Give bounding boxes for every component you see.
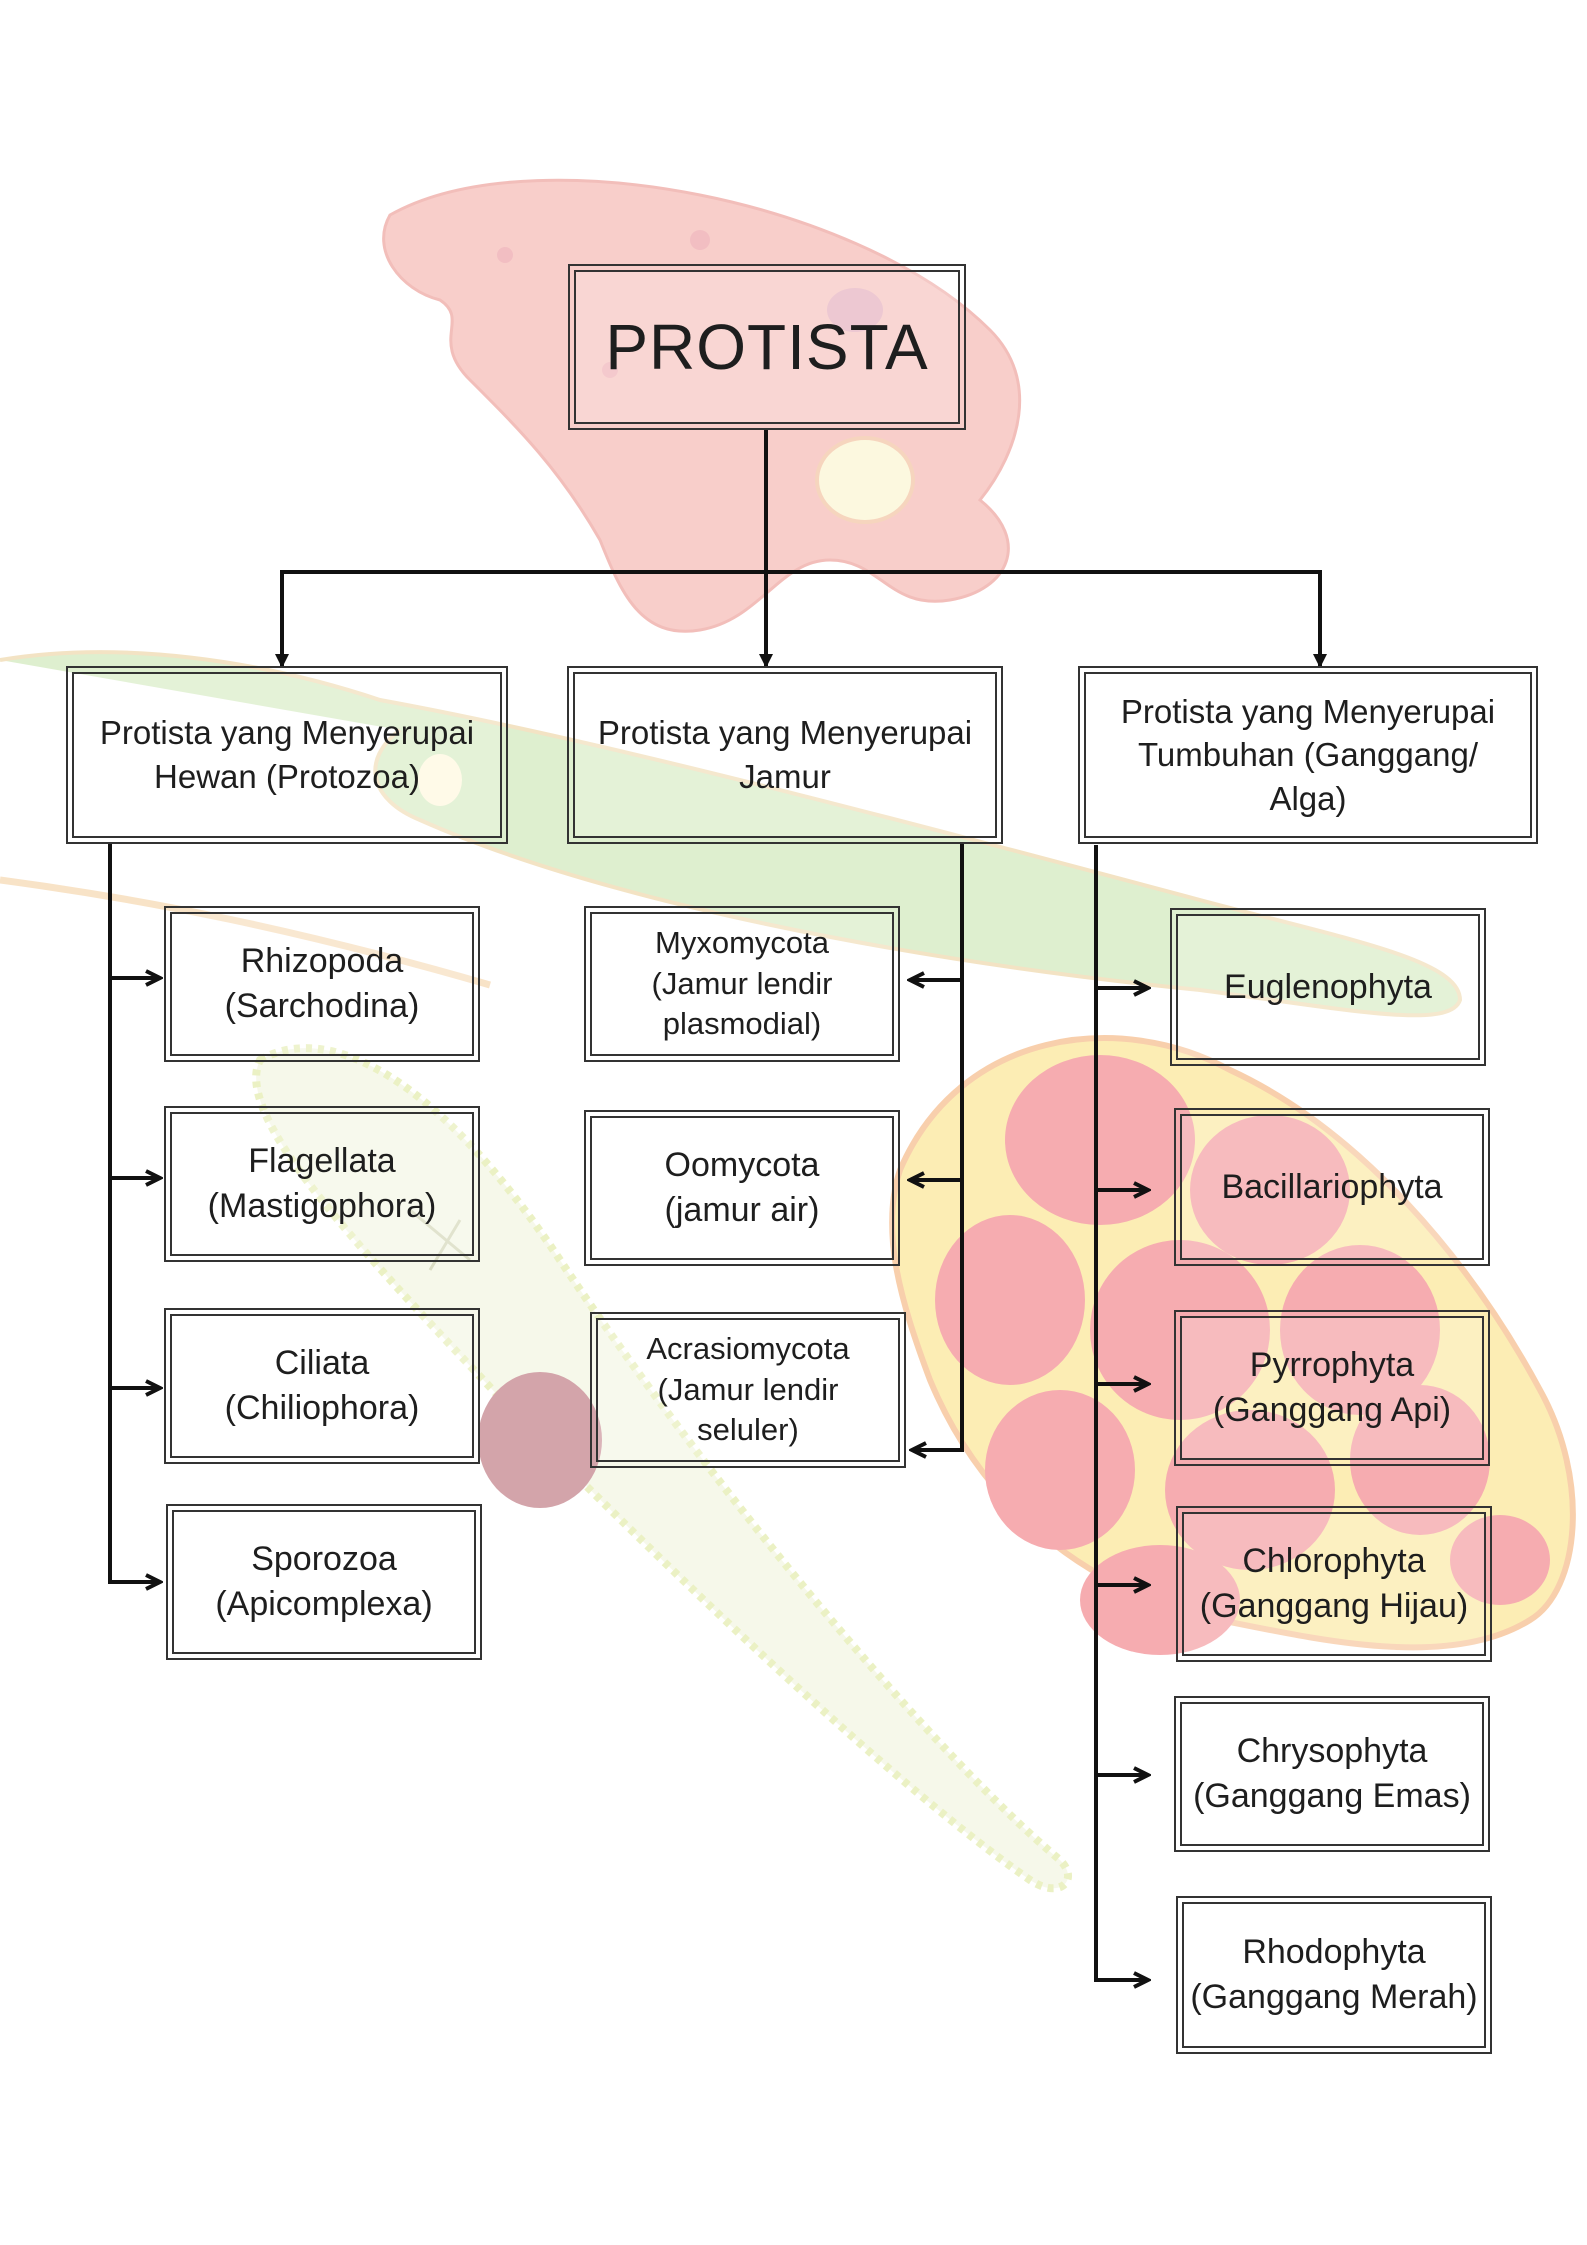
- node-label: Euglenophyta: [1224, 967, 1432, 1006]
- node-label: Chrysophyta (Ganggang Emas): [1193, 1732, 1471, 1815]
- node-label: Bacillariophyta: [1221, 1167, 1443, 1206]
- category-animal-like: Protista yang Menyerupai Hewan (Protozoa…: [66, 666, 508, 844]
- node-myxomycota: Myxomycota (Jamur lendir plasmodial): [584, 906, 900, 1062]
- node-euglenophyta: Euglenophyta: [1170, 908, 1486, 1066]
- node-label: Pyrrophyta (Ganggang Api): [1212, 1346, 1452, 1429]
- category-label: Protista yang Menyerupai Hewan (Protozoa…: [99, 714, 475, 795]
- root-label: PROTISTA: [605, 310, 929, 383]
- node-acrasiomycota: Acrasiomycota (Jamur lendir seluler): [590, 1312, 906, 1468]
- node-chlorophyta: Chlorophyta (Ganggang Hijau): [1176, 1506, 1492, 1662]
- algae-colony-illustration: [888, 1035, 1576, 1655]
- node-rhodophyta: Rhodophyta (Ganggang Merah): [1176, 1896, 1492, 2054]
- node-label: Acrasiomycota (Jamur lendir seluler): [646, 1330, 850, 1448]
- node-label: Sporozoa (Apicomplexa): [215, 1540, 433, 1623]
- paramecium-illustration: [252, 1044, 1072, 1893]
- node-label: Chlorophyta (Ganggang Hijau): [1199, 1542, 1469, 1625]
- node-ciliata: Ciliata (Chiliophora): [164, 1308, 480, 1464]
- node-label: Flagellata (Mastigophora): [207, 1142, 437, 1225]
- node-label: Ciliata (Chiliophora): [224, 1344, 420, 1427]
- amoeba-illustration: [382, 178, 1022, 633]
- category-label: Protista yang Menyerupai Tumbuhan (Gangg…: [1120, 692, 1496, 817]
- node-label: Myxomycota (Jamur lendir plasmodial): [651, 924, 833, 1042]
- node-pyrrophyta: Pyrrophyta (Ganggang Api): [1174, 1310, 1490, 1466]
- node-label: Rhodophyta (Ganggang Merah): [1190, 1933, 1478, 2016]
- node-chrysophyta: Chrysophyta (Ganggang Emas): [1174, 1696, 1490, 1852]
- category-plant-like: Protista yang Menyerupai Tumbuhan (Gangg…: [1078, 666, 1538, 844]
- category-label: Protista yang Menyerupai Jamur: [597, 714, 973, 795]
- category-fungus-like: Protista yang Menyerupai Jamur: [567, 666, 1003, 844]
- node-sporozoa: Sporozoa (Apicomplexa): [166, 1504, 482, 1660]
- node-flagellata: Flagellata (Mastigophora): [164, 1106, 480, 1262]
- root-node: PROTISTA: [568, 264, 966, 430]
- node-rhizopoda: Rhizopoda (Sarchodina): [164, 906, 480, 1062]
- node-label: Oomycota (jamur air): [664, 1146, 820, 1229]
- node-oomycota: Oomycota (jamur air): [584, 1110, 900, 1266]
- node-bacillariophyta: Bacillariophyta: [1174, 1108, 1490, 1266]
- node-label: Rhizopoda (Sarchodina): [224, 942, 420, 1025]
